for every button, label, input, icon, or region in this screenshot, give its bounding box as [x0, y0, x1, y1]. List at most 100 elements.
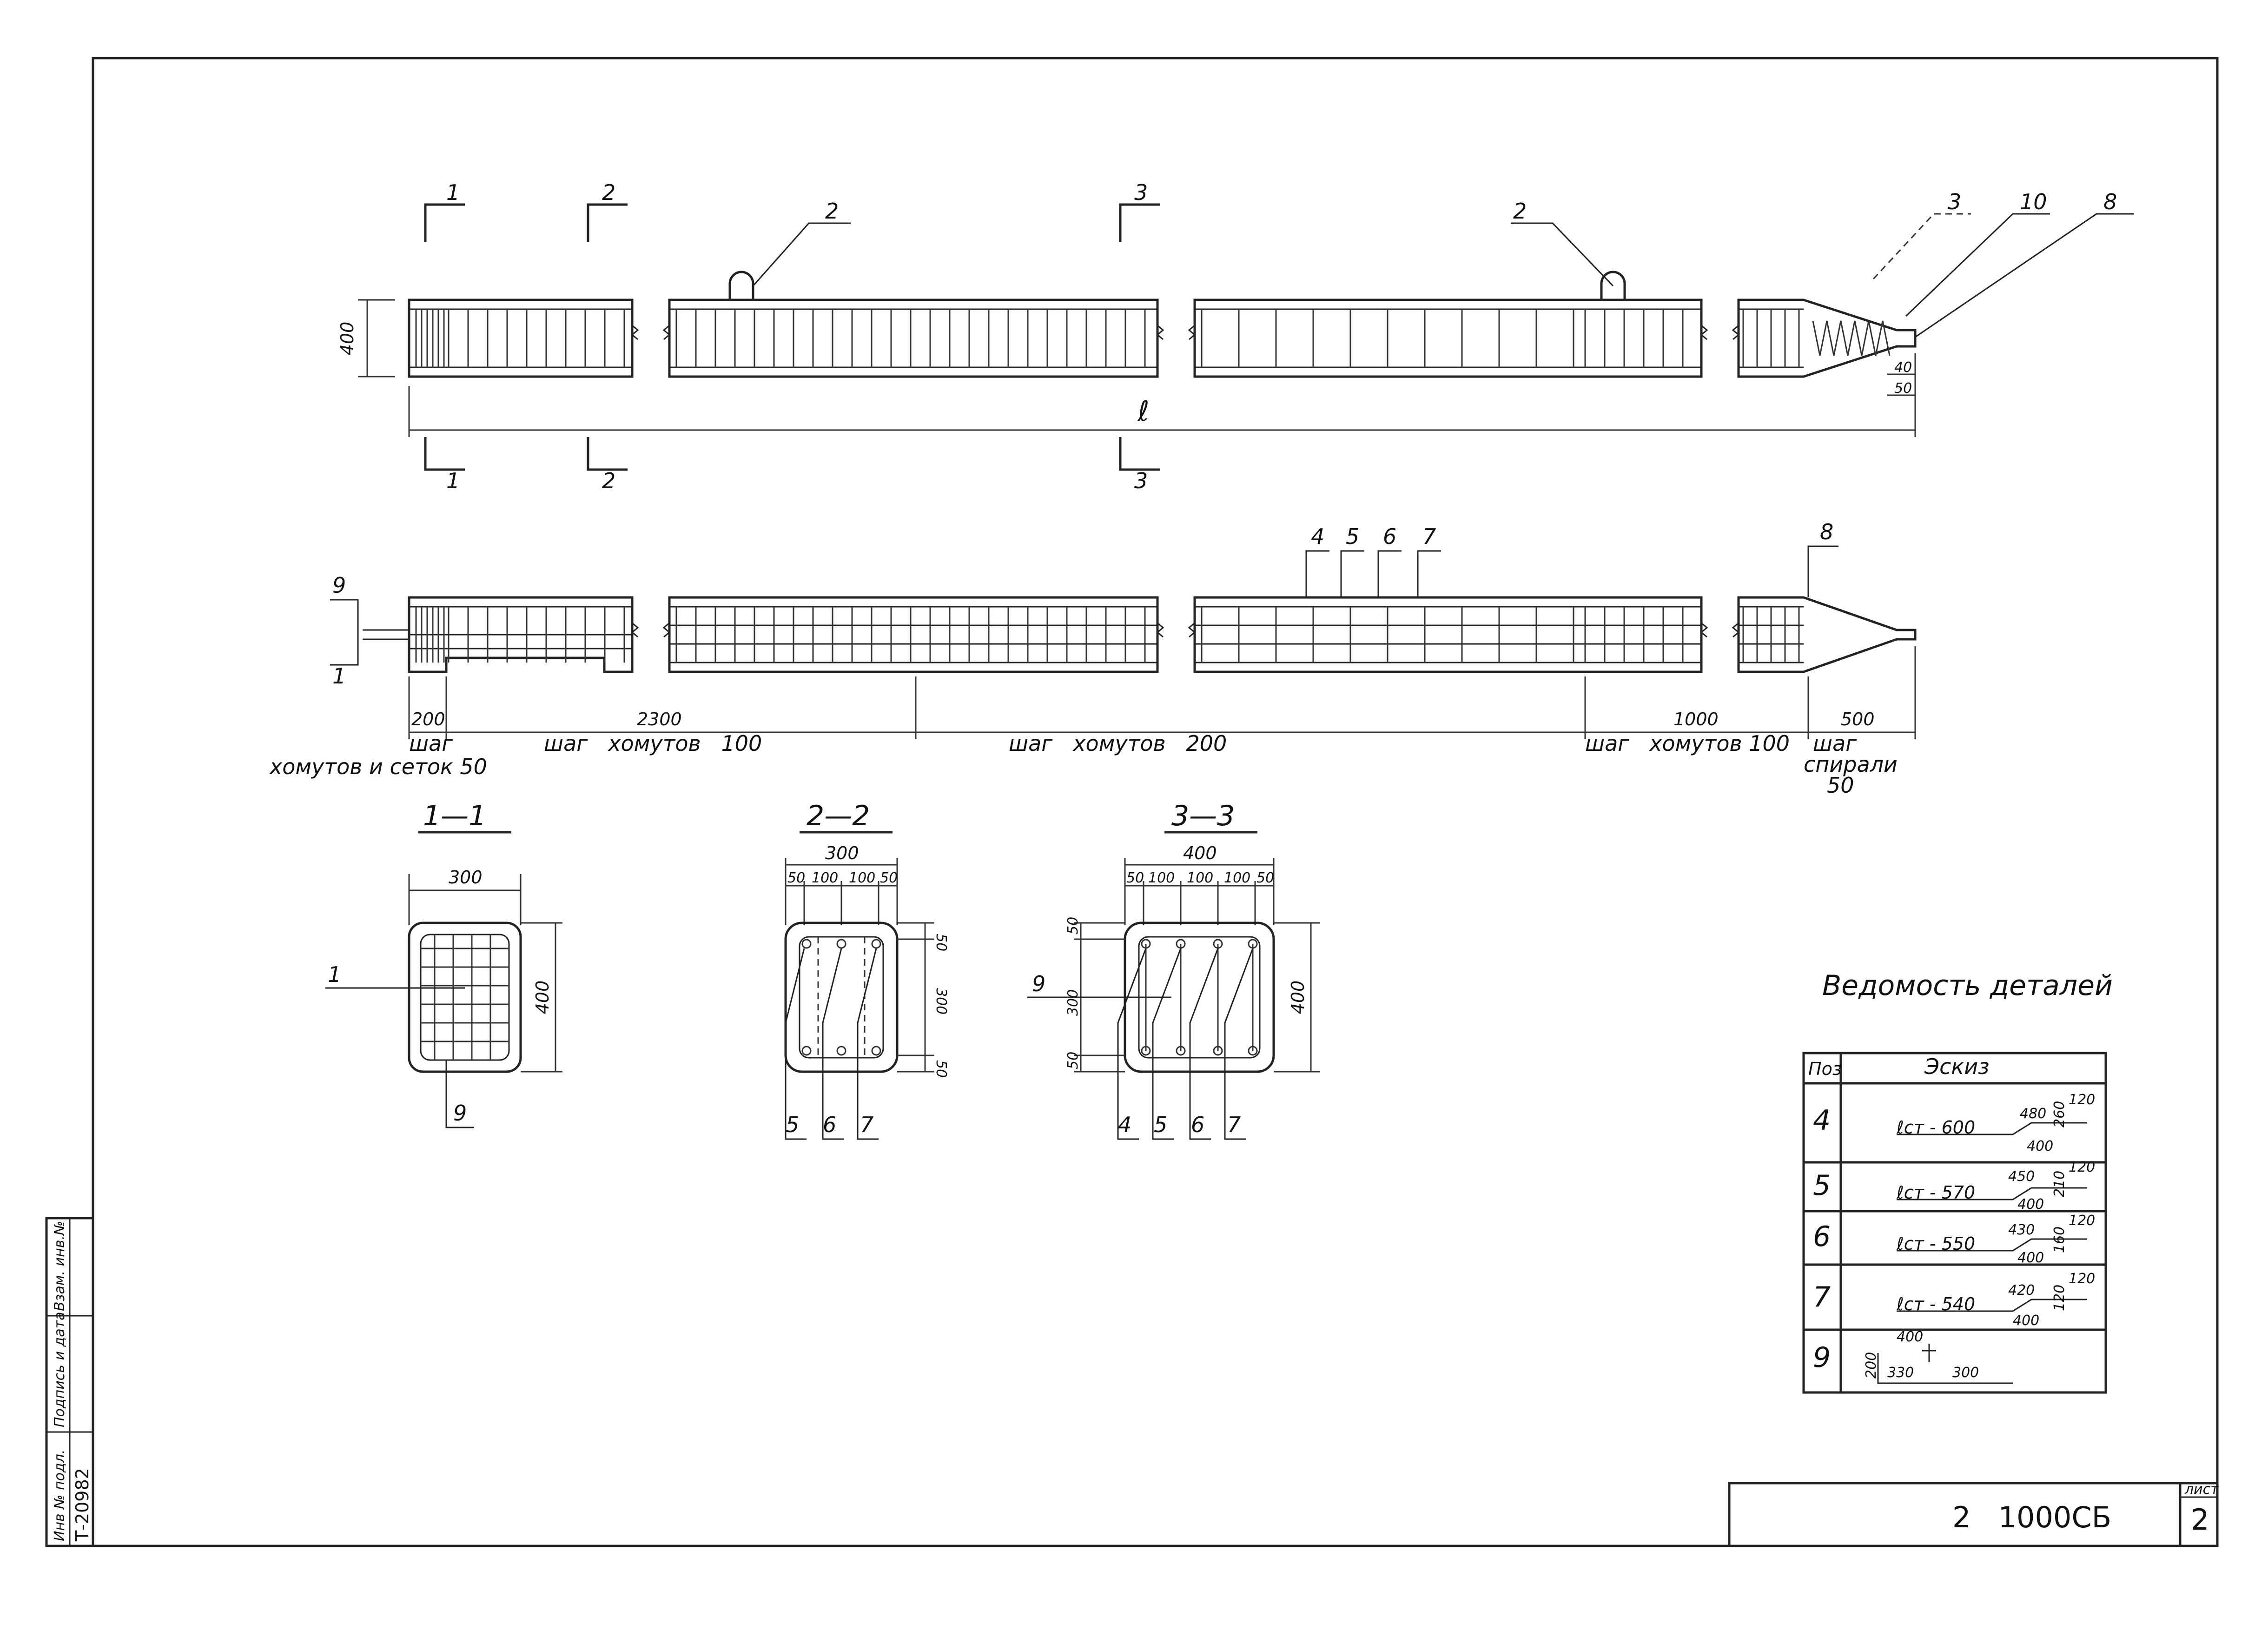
- section-3-3-title: 3—3: [1171, 800, 1235, 832]
- schedule-row-7-d1: 420: [2008, 1282, 2035, 1299]
- schedule-title: Ведомость деталей: [1822, 969, 2113, 1002]
- leader-8: 8: [2103, 189, 2117, 214]
- section-2-2-leader-7: 7: [860, 1112, 873, 1137]
- section-3-3-sub-dim-3: 100: [1187, 870, 1213, 886]
- schedule-header-pos: Поз: [1808, 1059, 1842, 1079]
- section-3-3-side-dim-1: 50: [1065, 917, 1081, 935]
- section-2-2-width: 300: [825, 843, 859, 863]
- schedule-row-6-pos: 6: [1813, 1220, 1831, 1253]
- sheet-frame: [92, 57, 2219, 1547]
- schedule-row-9-d4: 300: [1952, 1365, 1979, 1381]
- schedule-row-5-d4: 400: [2017, 1196, 2044, 1213]
- plan-leader-1: 1: [332, 663, 346, 689]
- schedule-row-6-len: ℓст - 550: [1896, 1233, 1975, 1254]
- schedule-row-5-d1: 450: [2008, 1168, 2035, 1185]
- parts-schedule: Ведомость деталей Поз Эскиз 4 ℓст - 600 …: [1802, 969, 2113, 1394]
- section-3-3-side-dim-3: 50: [1065, 1052, 1081, 1069]
- schedule-row-7-len: ℓст - 540: [1896, 1294, 1975, 1314]
- section-2-2-sub-dim-2: 100: [812, 870, 838, 886]
- section-2-2-leader-5: 5: [786, 1112, 799, 1137]
- schedule-row-4-d4: 400: [2027, 1138, 2053, 1154]
- section-1-1-width: 300: [449, 867, 483, 888]
- zone-dim-500: 500: [1841, 709, 1875, 729]
- schedule-row-4-d3: 260: [2051, 1101, 2068, 1127]
- section-2-2-side-dim-2: 300: [933, 988, 949, 1014]
- cut-mark-2-bottom: 2: [602, 468, 615, 493]
- section-1-1: 1—1 300 400 1 9: [325, 800, 562, 1128]
- pitch-label-100a: шаг хомутов 100: [544, 731, 762, 756]
- sheet-label: лист: [2184, 1481, 2219, 1498]
- section-2-2-sub-dim-3: 100: [849, 870, 875, 886]
- section-3-3-height: 400: [1288, 981, 1308, 1014]
- zone-dim-2300: 2300: [637, 709, 682, 729]
- cut-mark-1-top: 1: [446, 180, 460, 205]
- schedule-row-4-pos: 4: [1813, 1104, 1831, 1137]
- beam-elevation: 400 ℓ 40 50 1 1 2 2 3 3 2 2: [337, 180, 2134, 493]
- section-2-2-sub-dim-1: 50: [787, 870, 805, 886]
- section-3-3-width: 400: [1183, 843, 1217, 863]
- section-2-2: 2—2 300 50 100 100 50 50 300 50: [784, 800, 949, 1140]
- leader-3: 3: [1948, 189, 1961, 214]
- cut-mark-3-top: 3: [1134, 180, 1148, 205]
- plan-leader-7: 7: [1422, 524, 1436, 549]
- schedule-row-9-d1: 400: [1897, 1329, 1923, 1345]
- plan-leader-9: 9: [332, 573, 346, 598]
- section-1-1-title: 1—1: [423, 800, 486, 832]
- drawing-code: 2 1000СБ: [1952, 1500, 2111, 1534]
- section-3-3-leader-7: 7: [1227, 1112, 1241, 1137]
- section-3-3-sub-dim-5: 50: [1256, 870, 1274, 886]
- zone-dim-1000: 1000: [1673, 709, 1719, 729]
- plan-leader-5: 5: [1346, 524, 1359, 549]
- section-2-2-leader-6: 6: [823, 1112, 836, 1137]
- elevation-height-dim: 400: [337, 322, 357, 356]
- section-2-2-side-dim-3: 50: [933, 1060, 949, 1078]
- schedule-row-7-d3: 120: [2051, 1285, 2068, 1311]
- stamp-sign-label: Подпись и дата: [52, 1312, 68, 1428]
- tip-dim-50: 50: [1894, 380, 1912, 397]
- stamp-inv-label: Инв № подл.: [52, 1450, 68, 1541]
- section-1-1-height: 400: [532, 981, 553, 1014]
- schedule-row-4-d2: 120: [2069, 1092, 2095, 1108]
- schedule-row-7-pos: 7: [1813, 1281, 1831, 1313]
- tip-dim-40: 40: [1894, 359, 1912, 376]
- schedule-row-5-len: ℓст - 570: [1896, 1182, 1975, 1203]
- stamp-replace-label: Взам. инв.№: [52, 1221, 68, 1311]
- lifting-loop-left: [728, 271, 754, 300]
- leader-2a: 2: [825, 199, 839, 224]
- schedule-row-6-d3: 160: [2051, 1227, 2068, 1253]
- zone-dim-200: 200: [411, 709, 445, 729]
- leader-10: 10: [2020, 189, 2047, 214]
- schedule-row-9-d2: 200: [1863, 1352, 1879, 1379]
- schedule-row-6-d2: 120: [2069, 1213, 2095, 1229]
- schedule-row-4-d1: 480: [2020, 1106, 2046, 1122]
- schedule-row-5-d2: 120: [2069, 1159, 2095, 1175]
- schedule-row-6-d1: 430: [2008, 1222, 2035, 1238]
- section-1-1-leader-1: 1: [328, 962, 341, 987]
- section-3-3-leader-6: 6: [1191, 1112, 1204, 1137]
- schedule-row-7-d2: 120: [2069, 1271, 2095, 1287]
- side-stamp: Инв № подл. Подпись и дата Взам. инв.№ Т…: [45, 1217, 94, 1547]
- sheet-number: 2: [2191, 1503, 2209, 1537]
- stamp-inv-number: Т-20982: [72, 1468, 93, 1542]
- section-2-2-sub-dim-4: 50: [880, 870, 898, 886]
- section-2-2-side-dim-1: 50: [933, 934, 949, 951]
- beam-length-dim: ℓ: [1137, 395, 1150, 428]
- section-3-3-side-dim-2: 300: [1065, 989, 1081, 1016]
- schedule-row-4-len: ℓст - 600: [1896, 1117, 1975, 1138]
- lifting-loop-right: [1600, 271, 1626, 300]
- schedule-row-5-d3: 210: [2051, 1171, 2068, 1197]
- title-block: 2 1000СБ лист 2: [1728, 1481, 2219, 1546]
- plan-leader-8: 8: [1820, 519, 1833, 544]
- schedule-row-9-d3: 330: [1887, 1365, 1914, 1381]
- schedule-row-5-pos: 5: [1813, 1169, 1831, 1202]
- section-2-2-title: 2—2: [807, 800, 870, 832]
- section-3-3-sub-dim-1: 50: [1126, 870, 1144, 886]
- schedule-row-7-d4: 400: [2013, 1313, 2039, 1329]
- section-3-3-leader-4: 4: [1118, 1112, 1131, 1137]
- section-3-3-sub-dim-4: 100: [1224, 870, 1250, 886]
- pitch-label-200: шаг хомутов 200: [1009, 731, 1227, 756]
